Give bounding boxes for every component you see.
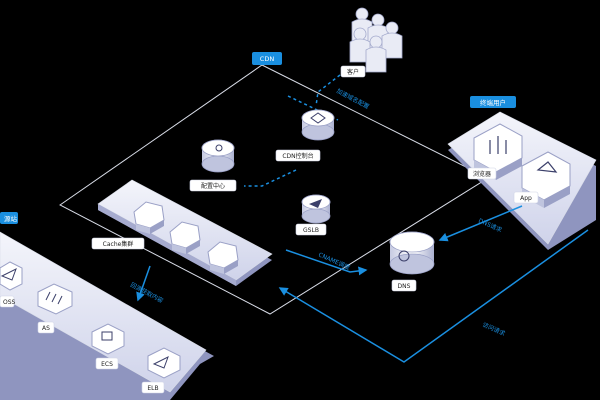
ecs-server-icon (101, 331, 113, 341)
as-label: AS (42, 325, 50, 332)
gslb-label: GSLB (303, 227, 319, 234)
app-arrow-icon (536, 161, 558, 173)
content-request-line (278, 229, 589, 363)
cache-server-icon-3 (207, 241, 239, 274)
cname-flow-label: CNAME调度 (317, 251, 351, 272)
elb-label: ELB (147, 385, 158, 392)
origin-region-label: 源站 (4, 214, 18, 223)
cache-cluster-node: Cache集群 (91, 179, 273, 286)
gslb-node: GSLB (295, 194, 331, 236)
elb-node: ELB (141, 347, 181, 394)
config-center-label: 配置中心 (201, 182, 225, 190)
as-storage-icon (45, 291, 63, 305)
terminal-region: 终端用户 浏览器 App (447, 96, 597, 250)
origin-fetch-flow-label: 回源获取内容 (129, 281, 165, 305)
user-to-console-line (315, 74, 341, 107)
ecs-label: ECS (101, 361, 113, 368)
cdn-region-label: CDN (260, 55, 275, 63)
cdn-region: CDN (59, 52, 490, 315)
oss-send-icon (0, 267, 17, 281)
browser-node: 浏览器 (467, 123, 523, 180)
browser-window-icon (489, 136, 507, 154)
console-to-config-line (244, 169, 297, 187)
cdn-console-label: CDN控制台 (282, 152, 313, 160)
origin-region: 源站 OSS AS ECS ELB (0, 212, 214, 400)
dns-node: DNS (389, 231, 435, 292)
cache-server-icon-2 (169, 221, 201, 254)
origin-fetch-line (136, 265, 151, 302)
dns-globe-icon (398, 250, 410, 262)
cdn-domain-config-flow-label: 加速域名配置 (335, 87, 371, 111)
gslb-send-icon (309, 199, 322, 208)
terminal-region-label: 终端用户 (480, 98, 506, 107)
ecs-node: ECS (91, 323, 125, 370)
cache-cluster-label: Cache集群 (103, 240, 134, 248)
user-label: 客户 (347, 68, 359, 76)
dns-request-line (438, 205, 523, 242)
cdn-console-node: CDN控制台 (275, 109, 335, 162)
as-node: AS (37, 283, 73, 334)
user-node: 客户 (340, 7, 403, 78)
app-label: App (520, 195, 532, 202)
dns-label: DNS (398, 283, 411, 290)
cache-server-icon-1 (133, 201, 165, 234)
console-gear-icon (310, 112, 326, 124)
cdn-region-tag: CDN (252, 52, 282, 65)
oss-label: OSS (3, 299, 16, 306)
users-icon (349, 7, 403, 73)
elb-send-icon (152, 355, 169, 369)
cname-flow-line (285, 249, 368, 276)
oss-node: OSS (0, 261, 23, 308)
config-key-icon (215, 144, 223, 152)
app-node: App (513, 151, 571, 208)
content-request-flow-label: 访问请求 (481, 321, 506, 338)
config-center-node: 配置中心 (189, 139, 237, 192)
browser-label: 浏览器 (473, 170, 491, 178)
